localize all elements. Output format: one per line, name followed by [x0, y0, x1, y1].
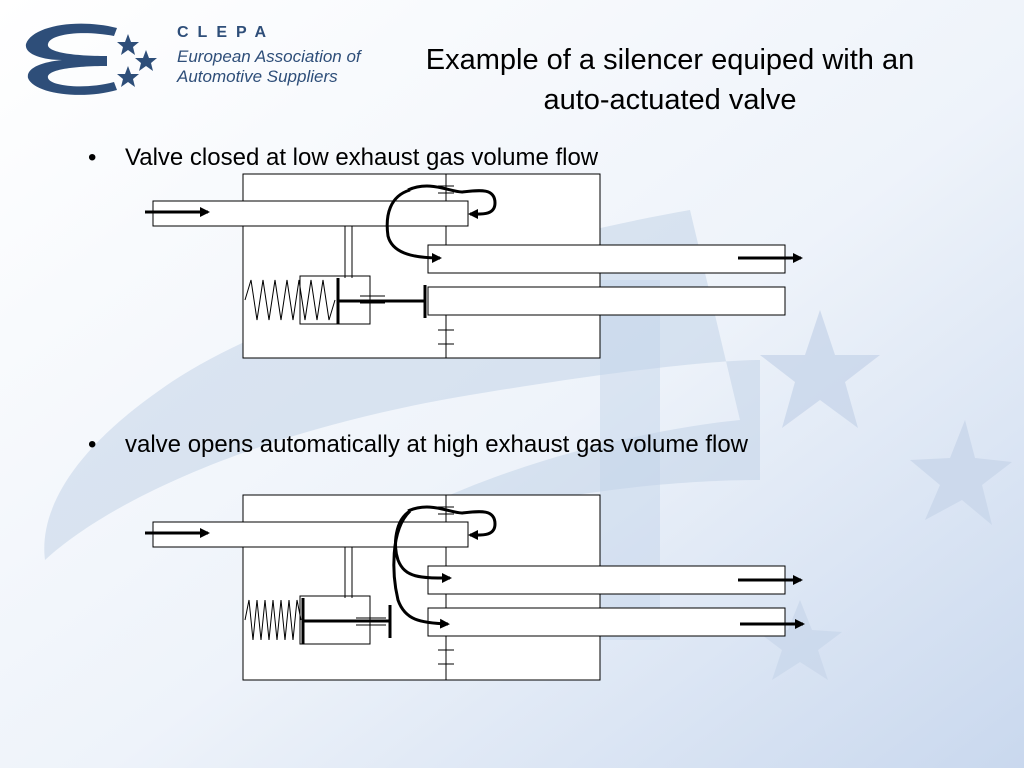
bullet-marker: •: [88, 144, 97, 171]
outlet-pipe-lower: [427, 286, 786, 316]
bullet-text: Valve closed at low exhaust gas volume f…: [125, 144, 599, 171]
clepa-logo-icon: [25, 23, 157, 95]
background-star-icon: [760, 310, 880, 428]
logo-line-2: Automotive Suppliers: [177, 67, 338, 86]
title-line-2: auto-actuated valve: [543, 84, 797, 116]
slide-title: Example of a silencer equiped with an au…: [370, 40, 970, 120]
diagram-valve-closed: [145, 173, 803, 359]
outlet-pipe-upper: [427, 565, 786, 595]
title-line-1: Example of a silencer equiped with an: [425, 44, 915, 76]
background-star-icon: [910, 420, 1012, 525]
clepa-logo: CLEPA European Association of Automotive…: [22, 20, 362, 100]
logo-line-1: European Association of: [177, 47, 361, 66]
outlet-pipe-upper: [427, 244, 786, 274]
outlet-diversion-flow-arrow: [385, 188, 442, 263]
recirculation-flow-arrow: [407, 505, 497, 541]
diagram-valve-open: [145, 494, 805, 681]
logo-name: CLEPA: [177, 24, 276, 41]
valve-spring: [244, 599, 302, 641]
bullet-marker: •: [88, 431, 97, 458]
lower-outlet-flow-arrow: [392, 509, 450, 629]
valve-spring: [244, 279, 336, 321]
bullet-text: valve opens automatically at high exhaus…: [125, 431, 749, 458]
outlet-pipe-lower: [427, 607, 786, 637]
recirculation-flow-arrow: [407, 184, 497, 220]
